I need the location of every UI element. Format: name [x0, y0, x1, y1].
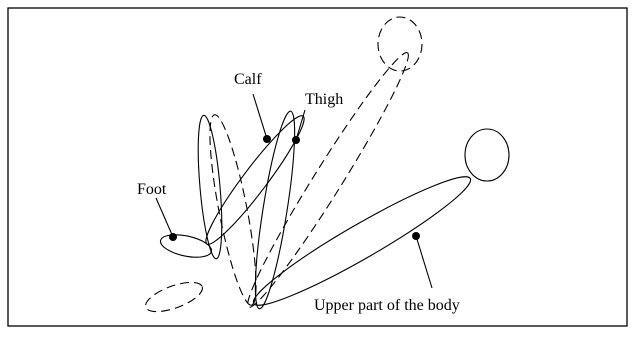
foot-marker — [169, 233, 177, 241]
thigh-marker — [292, 136, 300, 144]
solid-upper-body — [245, 164, 479, 318]
solid-foot — [158, 231, 213, 261]
dashed-foot — [142, 276, 206, 317]
solid-calf — [197, 109, 312, 251]
solid-head — [465, 129, 509, 181]
thigh-leader — [296, 110, 305, 140]
upper-body-marker — [412, 232, 420, 240]
upper-body-label: Upper part of the body — [314, 297, 460, 314]
dashed-upper-body — [237, 45, 420, 314]
figure-frame — [8, 8, 627, 326]
dashed-head — [378, 17, 422, 71]
thigh-label: Thigh — [305, 91, 343, 108]
upper-body-leader — [416, 236, 432, 288]
foot-label: Foot — [137, 181, 167, 198]
calf-leader — [253, 94, 267, 139]
calf-label: Calf — [234, 71, 262, 88]
calf-marker — [263, 135, 271, 143]
foot-leader — [156, 198, 173, 237]
